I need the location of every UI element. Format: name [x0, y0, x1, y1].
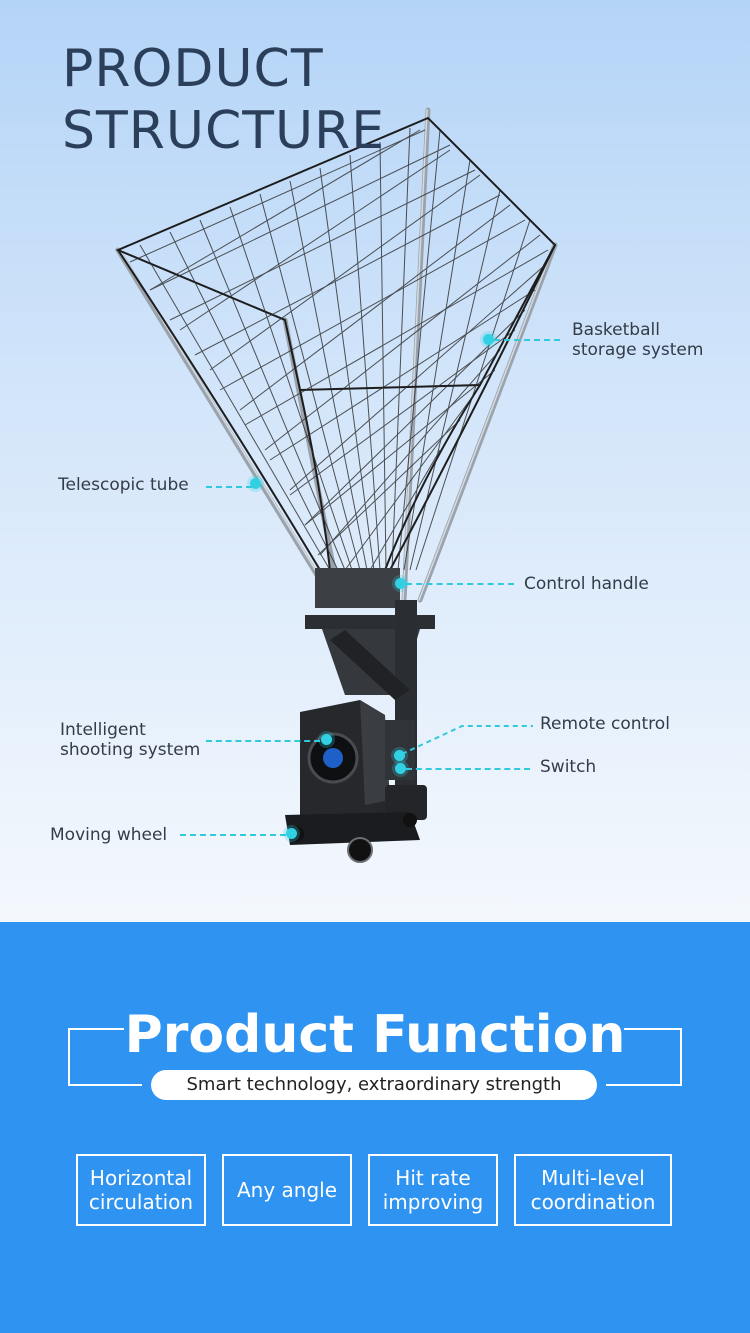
shooting-machine-illustration [115, 107, 558, 863]
shooting-marker-dot [321, 734, 332, 745]
callout-remote-control: Remote control [540, 714, 670, 734]
callout-control-handle: Control handle [524, 574, 649, 594]
callout-switch: Switch [540, 757, 597, 777]
storage-marker-dot [483, 334, 494, 345]
telescopic-leader-line [206, 486, 252, 488]
storage-leader-line [494, 339, 560, 341]
callout-telescopic-tube: Telescopic tube [58, 475, 189, 495]
callout-moving-wheel: Moving wheel [50, 825, 168, 845]
remote-leader-line [401, 725, 533, 755]
title-line-2: STRUCTURE [62, 101, 386, 161]
callout-shooting-system: Intelligent shooting system [60, 720, 201, 760]
product-structure-section: PRODUCT STRUCTURE Basketball storage sys… [0, 0, 750, 922]
handle-marker-dot [395, 578, 406, 589]
page-title: PRODUCT STRUCTURE [62, 38, 385, 162]
wheel-leader-line [180, 834, 286, 836]
callout-storage-system: Basketball storage system [572, 320, 704, 360]
remote-marker-dot [394, 750, 405, 761]
product-function-section: Product Function Smart technology, extra… [0, 922, 750, 1333]
telescopic-marker-dot [250, 478, 261, 489]
title-frame-connector-right [606, 1084, 624, 1086]
feature-hit-rate-improving: Hit rate improving [368, 1154, 498, 1226]
handle-leader-line [406, 583, 514, 585]
feature-any-angle: Any angle [222, 1154, 352, 1226]
title-line-1: PRODUCT [62, 39, 324, 99]
function-subtitle: Smart technology, extraordinary strength [151, 1070, 597, 1100]
function-title: Product Function [124, 1005, 626, 1065]
switch-leader-line [406, 768, 530, 770]
title-frame-right [624, 1028, 682, 1086]
shooting-leader-line [206, 740, 320, 742]
wheel-marker-dot [286, 828, 297, 839]
title-frame-left [68, 1028, 124, 1086]
title-frame-connector-left [124, 1084, 142, 1086]
feature-horizontal-circulation: Horizontal circulation [76, 1154, 206, 1226]
switch-marker-dot [395, 763, 406, 774]
feature-multi-level-coordination: Multi-level coordination [514, 1154, 672, 1226]
